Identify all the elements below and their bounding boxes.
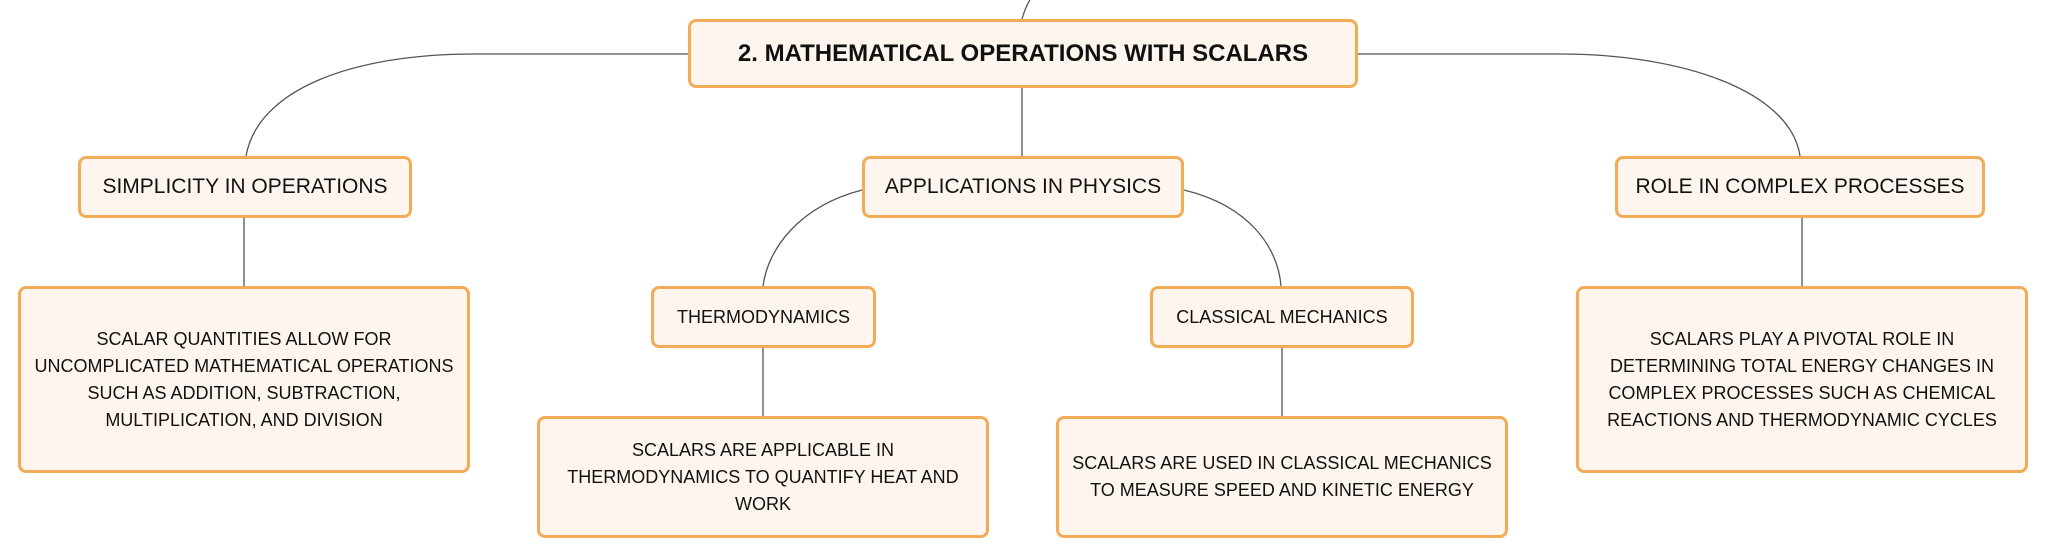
detail-role-node[interactable]: SCALARS PLAY A PIVOTAL ROLE IN DETERMINI…	[1576, 286, 2028, 473]
branch-simplicity-node[interactable]: SIMPLICITY IN OPERATIONS	[78, 156, 412, 218]
root-topic-node[interactable]: 2. MATHEMATICAL OPERATIONS WITH SCALARS	[688, 19, 1358, 88]
subtopic-thermodynamics-node[interactable]: THERMODYNAMICS	[651, 286, 876, 348]
connector-applications-to-thermo	[762, 189, 863, 287]
subtopic-classical-mechanics-node[interactable]: CLASSICAL MECHANICS	[1150, 286, 1414, 348]
detail-thermodynamics-node[interactable]: SCALARS ARE APPLICABLE IN THERMODYNAMICS…	[537, 416, 989, 538]
detail-simplicity-node[interactable]: SCALAR QUANTITIES ALLOW FOR UNCOMPLICATE…	[18, 286, 470, 473]
connector-applications-to-mechanics	[1183, 189, 1282, 287]
connector-parent-to-root	[1021, 0, 1031, 20]
connector-root-to-role	[1358, 53, 1801, 157]
detail-classical-mechanics-node[interactable]: SCALARS ARE USED IN CLASSICAL MECHANICS …	[1056, 416, 1508, 538]
branch-role-node[interactable]: ROLE IN COMPLEX PROCESSES	[1615, 156, 1985, 218]
branch-applications-node[interactable]: APPLICATIONS IN PHYSICS	[862, 156, 1184, 218]
connector-root-to-simplicity	[245, 53, 688, 157]
